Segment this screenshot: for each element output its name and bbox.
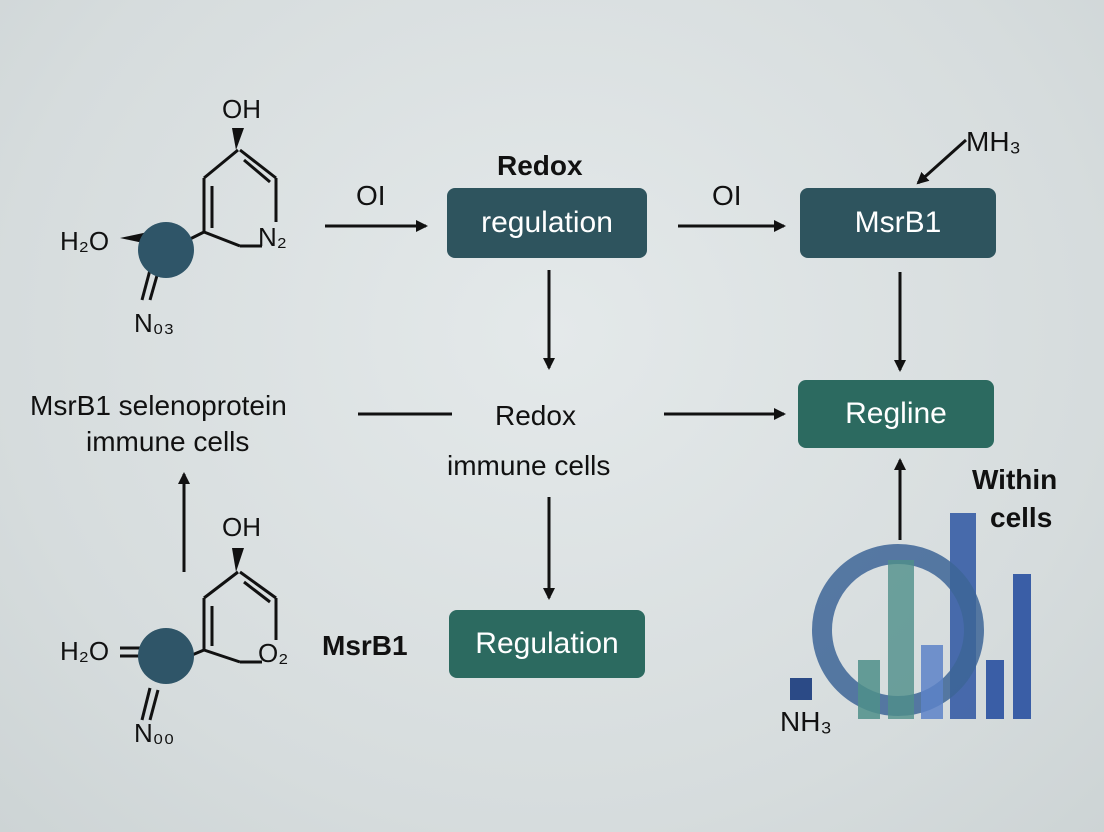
molecule-top xyxy=(120,128,278,301)
redox-regulation-label: regulation xyxy=(481,206,613,239)
mh3-label: MH₃ xyxy=(966,126,1021,157)
regline-node: Regline xyxy=(798,380,994,448)
within-cells-line1: Within xyxy=(972,464,1058,495)
msrb1-node: MsrB1 xyxy=(800,188,996,258)
bar-chart-icon xyxy=(790,513,1031,719)
molecule-top-h2o: H₂O xyxy=(60,226,110,256)
regulation-label: Regulation xyxy=(475,627,619,660)
redox-immune-line2: immune cells xyxy=(447,450,611,481)
molecule-top-n2: N₂ xyxy=(258,222,287,252)
msrb1-side-label: MsrB1 xyxy=(322,630,408,661)
arrow2-label: OI xyxy=(712,180,742,211)
arrow-mh3-to-msrb1 xyxy=(916,138,968,185)
molecule-bottom-o2: O₂ xyxy=(258,638,289,668)
molecule-bottom-oh: OH xyxy=(222,512,261,542)
molecule-bottom xyxy=(120,548,278,721)
molecule-top-oh: OH xyxy=(222,94,261,124)
msrb1-label: MsrB1 xyxy=(854,206,942,239)
molecule-top-n03: N₀₃ xyxy=(134,308,175,338)
redox-regulation-node: regulation xyxy=(447,188,647,258)
selenoprotein-line1: MsrB1 selenoprotein xyxy=(30,390,287,421)
selenoprotein-line2: immune cells xyxy=(86,426,250,457)
atom-sphere-bottom xyxy=(138,628,194,684)
within-cells-line2: cells xyxy=(990,502,1053,533)
arrow1-label: OI xyxy=(356,180,386,211)
atom-sphere-top xyxy=(138,222,194,278)
regulation-node: Regulation xyxy=(449,610,645,678)
molecule-bottom-h2o: H₂O xyxy=(60,636,110,666)
regline-label: Regline xyxy=(845,397,947,430)
redox-title: Redox xyxy=(497,150,583,181)
redox-immune-line1: Redox xyxy=(495,400,576,431)
nh3-label: NH₃ xyxy=(780,706,832,737)
molecule-bottom-n00: N₀₀ xyxy=(134,718,175,748)
